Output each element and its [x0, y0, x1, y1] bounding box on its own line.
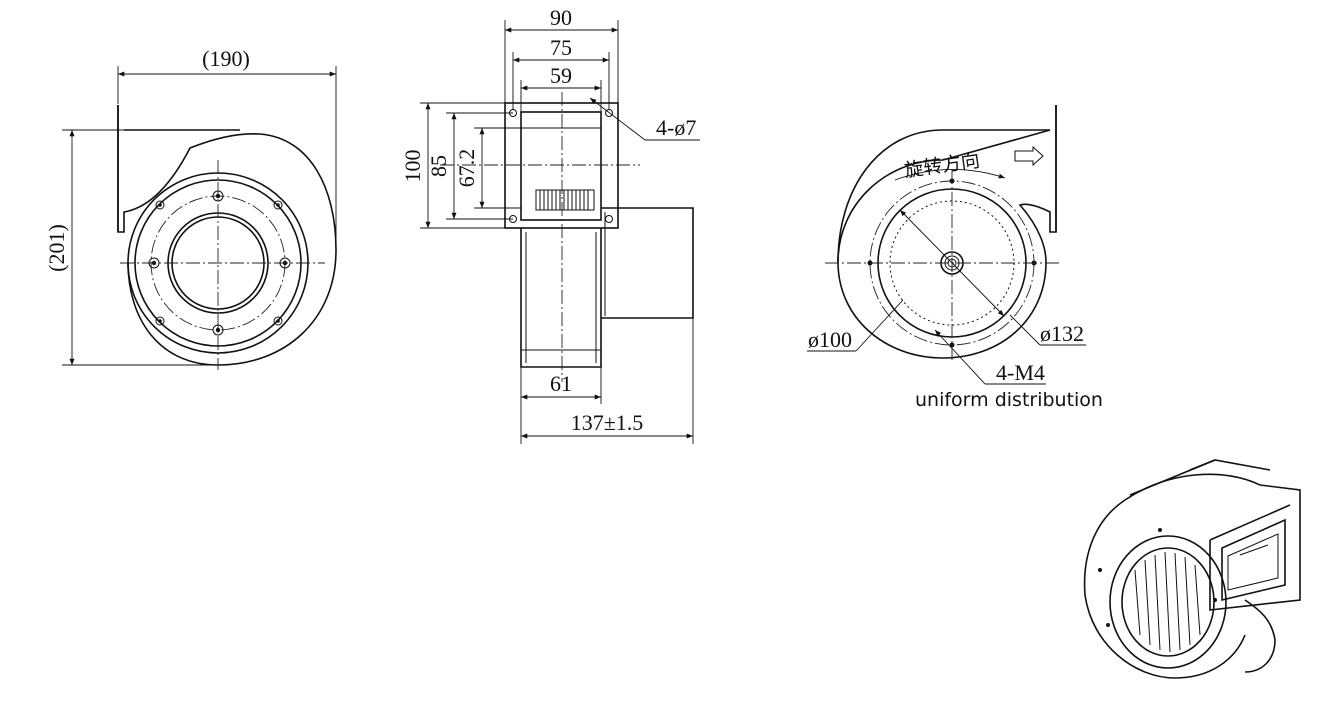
- bolt-holes: [148, 190, 291, 336]
- side-view: 90 75 59 4-ø7 100 85 67.2 61 137±1.5: [400, 5, 700, 444]
- dim-100: 100: [400, 150, 425, 183]
- dim-67-2: 67.2: [454, 149, 479, 188]
- impeller-slots: [521, 127, 601, 211]
- dim-75: 75: [550, 35, 572, 60]
- dim-4-m4: 4-M4: [996, 360, 1045, 385]
- dim-90: 90: [550, 5, 572, 30]
- dim-190: (190): [202, 46, 250, 71]
- impeller-blades: [1134, 551, 1201, 653]
- dim-59: 59: [550, 63, 572, 88]
- dim-phi132: ø132: [1040, 321, 1084, 346]
- isometric-view: [1083, 459, 1301, 679]
- arrow-right-icon: [1014, 145, 1044, 167]
- dim-201: (201): [44, 224, 69, 272]
- dim-phi100: ø100: [808, 327, 852, 352]
- dim-85: 85: [426, 155, 451, 177]
- dim-4-phi7: 4-ø7: [656, 115, 696, 140]
- dim-61: 61: [550, 371, 572, 396]
- front-view: (190) (201): [44, 46, 337, 370]
- rotation-direction-label: 旋转方向: [903, 150, 981, 182]
- rear-view: 旋转方向 ø100 ø132 4-M4 uniform distribution: [807, 105, 1103, 411]
- dim-137: 137±1.5: [571, 410, 644, 435]
- uniform-distribution-note: uniform distribution: [915, 389, 1103, 411]
